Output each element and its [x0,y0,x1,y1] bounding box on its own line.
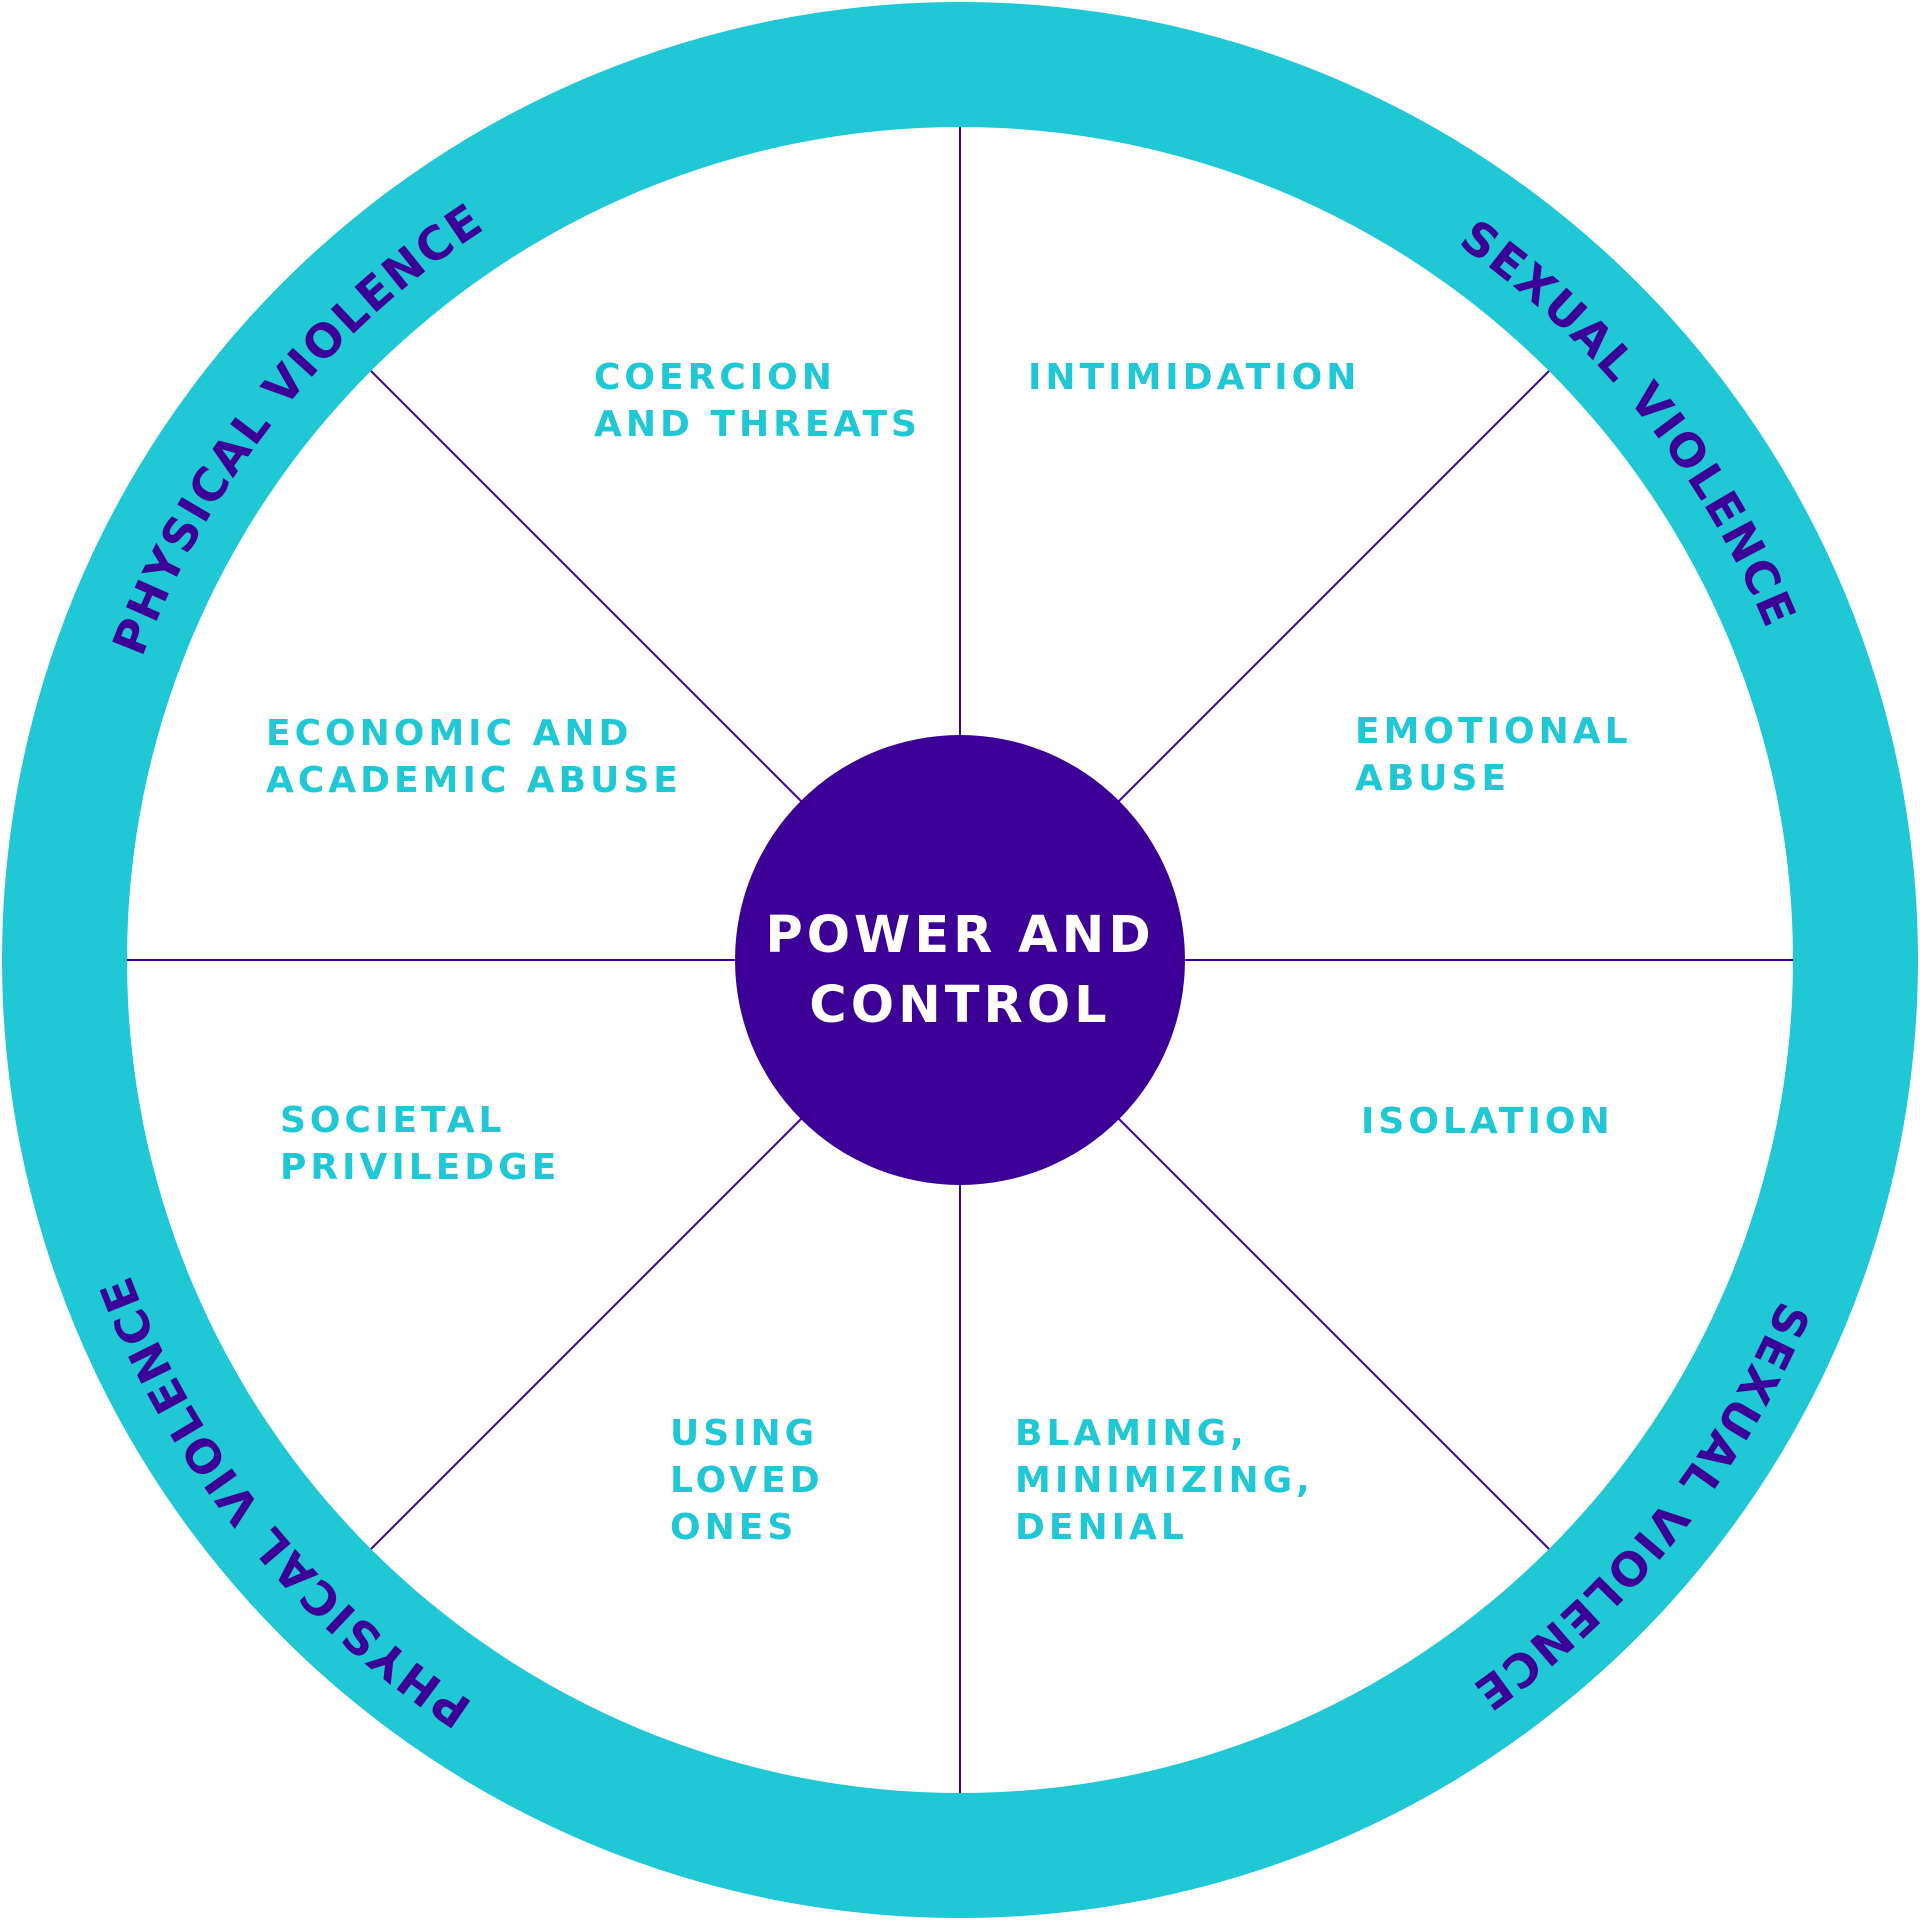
segment-blaming-line-3: DENIAL [1015,1507,1188,1548]
segment-loved-ones-line-3: ONES [670,1507,797,1548]
center-title-line-2: CONTROL [809,976,1110,1035]
segment-privilege-line-2: PRIVILEDGE [280,1147,560,1188]
segment-loved-ones-line-1: USING [670,1413,818,1454]
segment-labels: COERCION AND THREATS INTIMIDATION EMOTIO… [266,357,1632,1548]
spokes [127,127,1793,1793]
segment-isolation: ISOLATION [1361,1101,1614,1142]
center-hub [735,735,1185,1185]
segment-emotional-line-2: ABUSE [1355,758,1510,799]
segment-economic-line-1: ECONOMIC AND [266,713,632,754]
segment-intimidation: INTIMIDATION [1028,357,1360,398]
segment-emotional-line-1: EMOTIONAL [1355,711,1632,752]
spoke-top-left [370,370,802,802]
center-title-line-1: POWER AND [765,906,1154,965]
spoke-bottom-right [1118,1118,1550,1550]
segment-coercion-line-2: AND THREATS [594,404,921,445]
segment-loved-ones-line-2: LOVED [670,1460,824,1501]
spoke-bottom-left [370,1118,802,1550]
segment-privilege-line-1: SOCIETAL [280,1100,506,1141]
spoke-top-right [1118,370,1550,802]
segment-blaming-line-2: MINIMIZING, [1015,1460,1314,1501]
segment-blaming-line-1: BLAMING, [1015,1413,1248,1454]
segment-coercion-line-1: COERCION [594,357,836,398]
segment-economic-line-2: ACADEMIC ABUSE [266,760,682,801]
